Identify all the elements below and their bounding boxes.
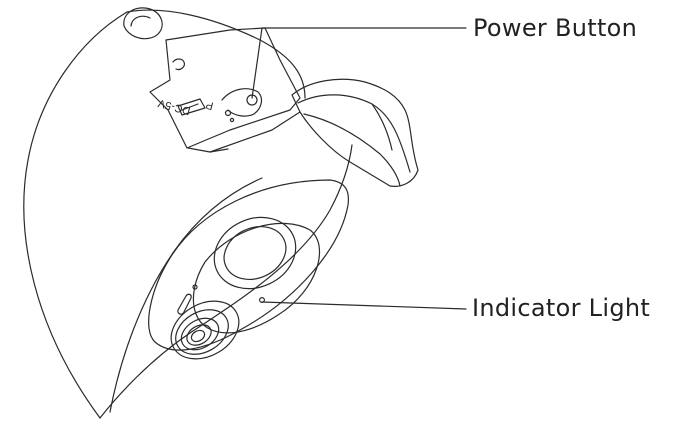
indicator-light-icon <box>177 293 192 315</box>
lower-lens <box>170 300 240 360</box>
upper-lens <box>213 216 297 290</box>
rubber-flap <box>291 78 419 187</box>
indicator-area <box>177 284 266 315</box>
top-knob <box>123 7 163 40</box>
indicator-light-label: Indicator Light <box>472 294 651 322</box>
dc-label: DC-5V <box>156 96 192 116</box>
indicator-light-leader <box>261 301 467 310</box>
front-face <box>148 179 350 351</box>
port-plate <box>149 27 301 153</box>
power-button-leader <box>251 27 467 99</box>
power-button-label: Power Button <box>473 14 638 42</box>
p-label: P <box>205 98 215 111</box>
usb-port-icon <box>177 98 206 116</box>
camera-shell <box>23 9 353 419</box>
